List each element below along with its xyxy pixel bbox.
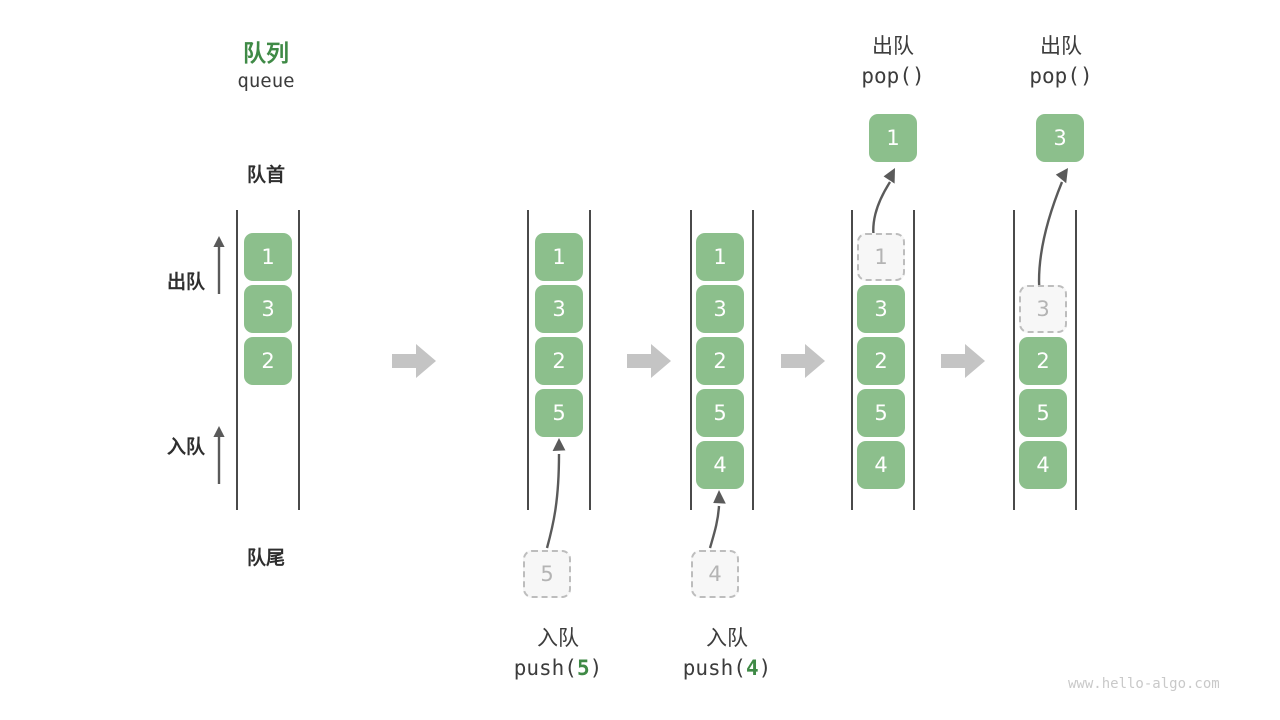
enqueue-arrow-icon bbox=[213, 426, 225, 484]
popped-ghost-cell: 3 bbox=[1019, 285, 1067, 333]
queue-cell: 3 bbox=[535, 285, 583, 333]
queue-cell: 2 bbox=[535, 337, 583, 385]
push5-caption-code: push(5) bbox=[478, 656, 638, 680]
queue-cell: 3 bbox=[696, 285, 744, 333]
pop-arrow-icon bbox=[1037, 168, 1068, 299]
watermark: www.hello-algo.com bbox=[1068, 676, 1220, 692]
queue-rail-left bbox=[527, 210, 529, 510]
popped-cell: 3 bbox=[1036, 114, 1084, 162]
queue-rail-right bbox=[913, 210, 915, 510]
push5-caption-cn: 入队 bbox=[537, 626, 579, 650]
queue-rail-right bbox=[1075, 210, 1077, 510]
transition-arrow-icon bbox=[627, 344, 671, 378]
queue-cell: 1 bbox=[244, 233, 292, 281]
push4-code-pre: push( bbox=[682, 656, 746, 680]
pop3-caption-cn: 出队 bbox=[1040, 34, 1082, 58]
queue-cell: 5 bbox=[1019, 389, 1067, 437]
push4-code-post: ) bbox=[758, 656, 772, 680]
dequeue-arrow-icon bbox=[213, 236, 225, 294]
transition-arrow-icon bbox=[392, 344, 436, 378]
push-arrow-icon bbox=[545, 438, 566, 549]
queue-rail-left bbox=[1013, 210, 1015, 510]
queue-cell: 4 bbox=[857, 441, 905, 489]
pop3-caption-code: pop() bbox=[1029, 64, 1093, 88]
push4-caption-code: push(4) bbox=[647, 656, 807, 680]
queue-rail-right bbox=[752, 210, 754, 510]
page-title-cn: 队列 bbox=[243, 41, 289, 67]
page-title-en: queue bbox=[237, 70, 295, 92]
transition-arrow-icon bbox=[781, 344, 825, 378]
push5-code-post: ) bbox=[589, 656, 603, 680]
push-arrow-icon bbox=[708, 490, 726, 549]
push4-code-arg: 4 bbox=[745, 656, 759, 680]
transition-arrow-icon bbox=[941, 344, 985, 378]
incoming-ghost-cell: 5 bbox=[523, 550, 571, 598]
queue-cell-new: 4 bbox=[696, 441, 744, 489]
queue-rail-left bbox=[851, 210, 853, 510]
dequeue-label: 出队 bbox=[166, 271, 205, 293]
incoming-ghost-cell: 4 bbox=[691, 550, 739, 598]
queue-cell: 2 bbox=[857, 337, 905, 385]
queue-cell: 5 bbox=[696, 389, 744, 437]
back-label: 队尾 bbox=[246, 547, 285, 569]
push5-code-arg: 5 bbox=[576, 656, 590, 680]
queue-cell: 2 bbox=[244, 337, 292, 385]
queue-cell: 4 bbox=[1019, 441, 1067, 489]
queue-cell-new: 5 bbox=[535, 389, 583, 437]
enqueue-label: 入队 bbox=[166, 436, 205, 458]
queue-rail-right bbox=[298, 210, 300, 510]
queue-cell: 5 bbox=[857, 389, 905, 437]
push4-caption-cn: 入队 bbox=[706, 626, 748, 650]
pop1-caption-code: pop() bbox=[861, 64, 925, 88]
queue-cell: 2 bbox=[1019, 337, 1067, 385]
queue-cell: 3 bbox=[244, 285, 292, 333]
queue-cell: 3 bbox=[857, 285, 905, 333]
queue-cell: 1 bbox=[535, 233, 583, 281]
popped-ghost-cell: 1 bbox=[857, 233, 905, 281]
queue-rail-right bbox=[589, 210, 591, 510]
queue-cell: 1 bbox=[696, 233, 744, 281]
queue-rail-left bbox=[236, 210, 238, 510]
queue-cell: 2 bbox=[696, 337, 744, 385]
push5-code-pre: push( bbox=[513, 656, 577, 680]
popped-cell: 1 bbox=[869, 114, 917, 162]
queue-rail-left bbox=[690, 210, 692, 510]
front-label: 队首 bbox=[246, 164, 285, 186]
pop1-caption-cn: 出队 bbox=[872, 34, 914, 58]
